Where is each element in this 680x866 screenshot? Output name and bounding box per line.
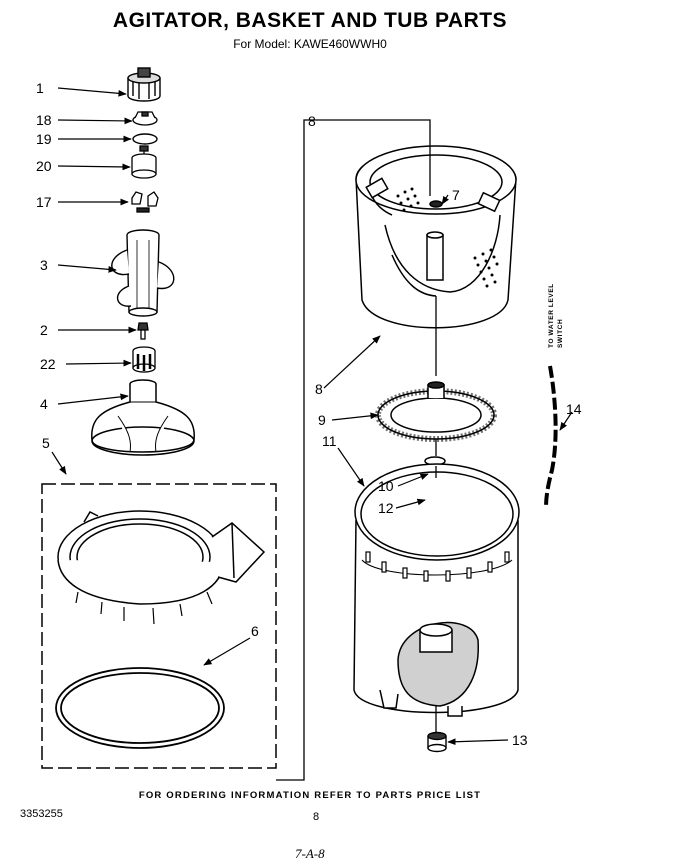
- tub-ring-seal: [55, 667, 225, 749]
- agitator-cap: [127, 67, 161, 102]
- agitator-cam: [132, 111, 158, 126]
- callout-10: 10: [378, 478, 394, 494]
- callout-1: 1: [36, 80, 44, 96]
- drain-nut: [427, 731, 447, 753]
- handwritten-annotation: 7-A-8: [295, 846, 325, 861]
- spin-basket: [355, 145, 517, 329]
- callout-18: 18: [36, 112, 52, 128]
- assembly-bracket-lines: [276, 119, 437, 781]
- callout-4: 4: [40, 396, 48, 412]
- clutch-assembly: [131, 145, 157, 179]
- callout-14: 14: [566, 401, 582, 417]
- water-level-switch-note: TO WATER LEVEL SWITCH: [548, 283, 564, 348]
- callout-11: 11: [322, 433, 337, 449]
- switch-note-line2: SWITCH: [557, 319, 564, 348]
- callout-8-top: 8: [308, 113, 316, 129]
- callout-5: 5: [42, 435, 50, 451]
- callout-7: 7: [452, 187, 460, 203]
- agitator-base: [91, 379, 195, 456]
- switch-note-line1: TO WATER LEVEL: [548, 283, 555, 348]
- callout-leaders: [51, 87, 573, 746]
- callout-17: 17: [36, 194, 52, 210]
- dog-ears: [131, 191, 159, 213]
- tub-ring: [57, 510, 266, 625]
- page-title: AGITATOR, BASKET AND TUB PARTS: [112, 9, 508, 32]
- basket-drive-hub: [375, 381, 497, 442]
- callout-3: 3: [40, 257, 48, 273]
- callout-13: 13: [512, 732, 528, 748]
- agitator-bolt: [137, 322, 149, 340]
- callout-8-bottom: 8: [315, 381, 323, 397]
- callout-2: 2: [40, 322, 48, 338]
- retainer-ring: [132, 133, 158, 145]
- callout-12: 12: [378, 500, 394, 516]
- pressure-hose: [544, 365, 558, 509]
- agitator-barrel: [111, 229, 175, 317]
- callout-9: 9: [318, 412, 326, 428]
- callout-22: 22: [40, 356, 56, 372]
- model-subtitle: For Model: KAWE460WWH0: [233, 37, 387, 51]
- callout-20: 20: [36, 158, 52, 174]
- tub-ring-group-box: [41, 483, 277, 769]
- outer-tub: [353, 463, 520, 717]
- page-number: 8: [313, 811, 320, 823]
- drive-bearing: [132, 346, 156, 373]
- document-number: 3353255: [20, 808, 63, 820]
- callout-19: 19: [36, 131, 52, 147]
- callout-6: 6: [251, 623, 259, 639]
- ordering-note: FOR ORDERING INFORMATION REFER TO PARTS …: [138, 790, 482, 801]
